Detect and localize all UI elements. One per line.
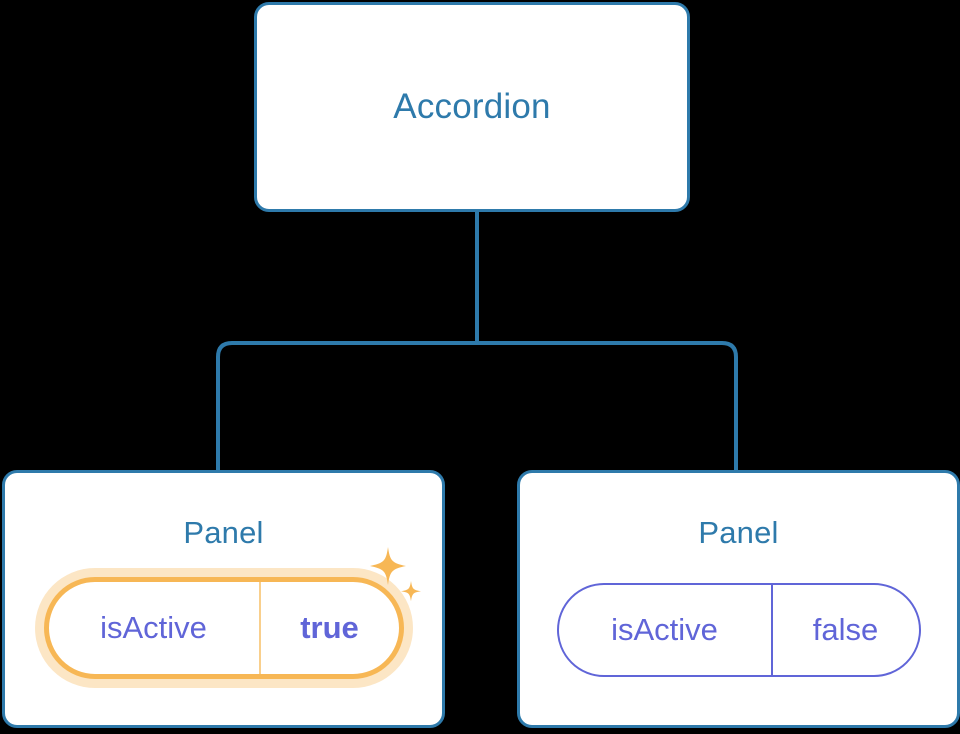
prop-pill-inactive-wrapper: isActive false (556, 583, 921, 677)
node-panel-active-label: Panel (183, 515, 264, 550)
prop-pill-is-active-false[interactable]: isActive false (556, 583, 921, 677)
prop-pill-active-wrapper: isActive true (43, 577, 404, 679)
node-accordion-label: Accordion (393, 87, 551, 126)
node-panel-active[interactable]: Panel isActive true (2, 470, 445, 728)
node-panel-inactive[interactable]: Panel isActive false (517, 470, 960, 728)
prop-value-label: true (300, 610, 359, 645)
prop-pill-is-active-true[interactable]: isActive true (43, 577, 404, 679)
prop-key-label: isActive (49, 582, 261, 674)
prop-value-label: false (812, 612, 879, 647)
node-accordion[interactable]: Accordion (254, 2, 690, 212)
prop-key-label: isActive (559, 585, 773, 675)
connector-branch-bus (216, 341, 738, 470)
node-panel-inactive-label: Panel (698, 515, 779, 550)
